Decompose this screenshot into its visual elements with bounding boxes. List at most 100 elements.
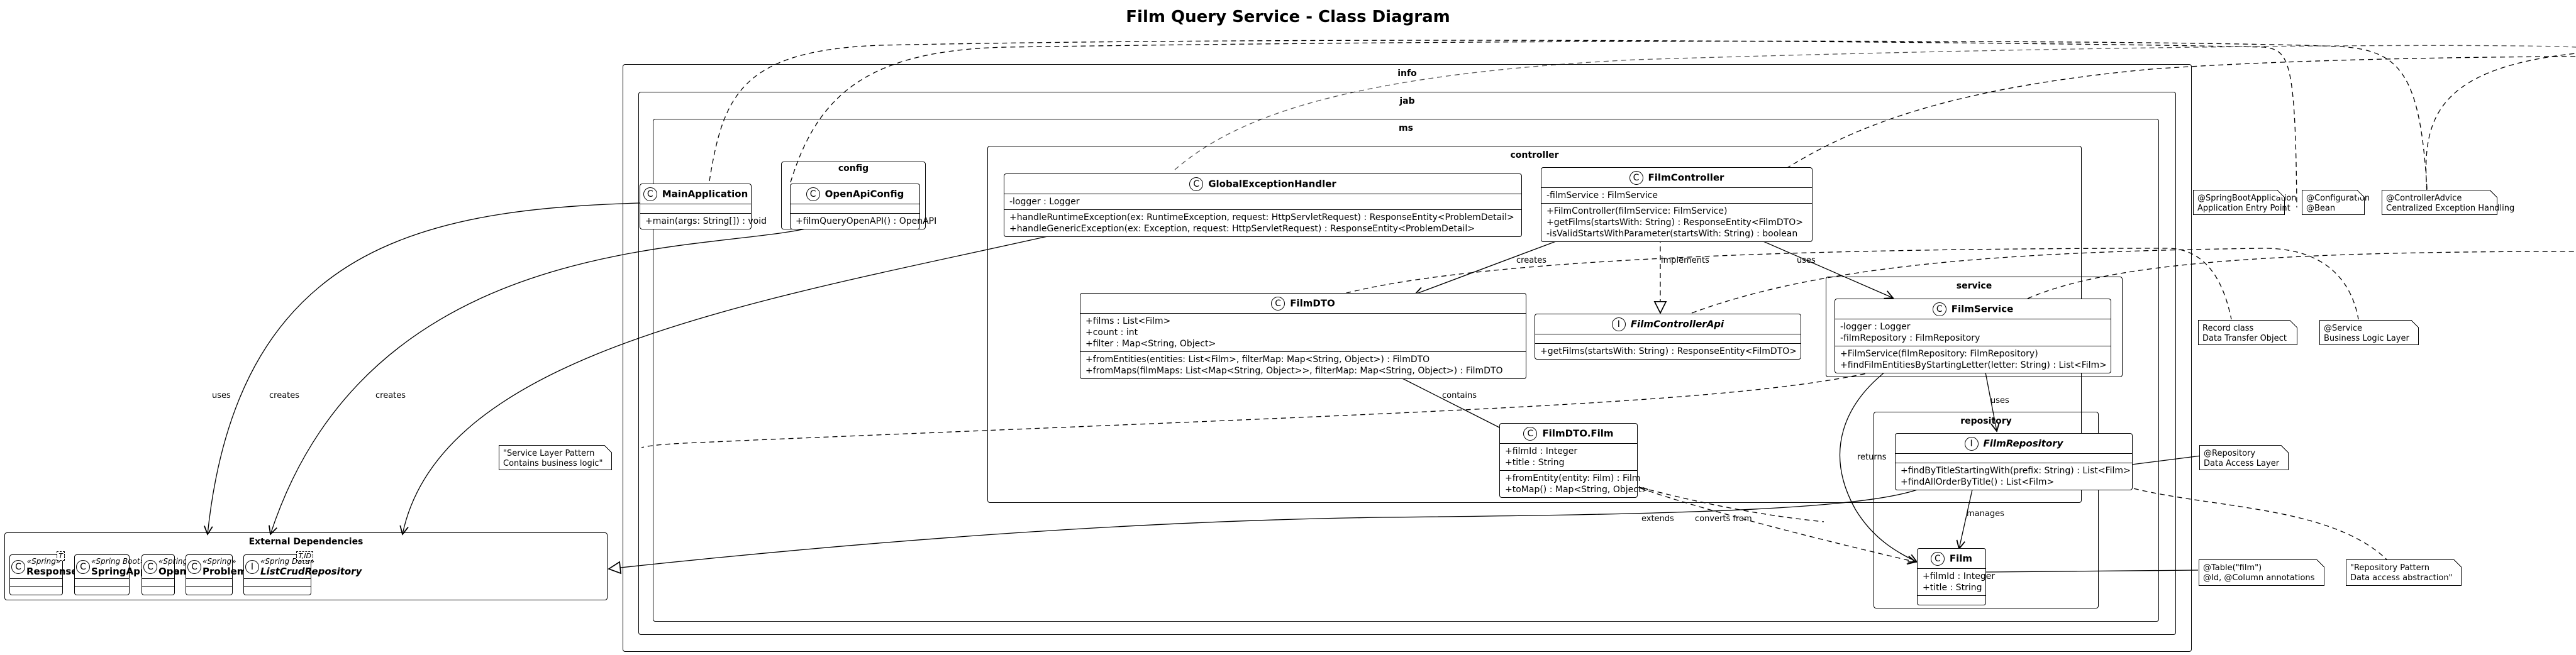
class-fields bbox=[10, 579, 62, 587]
edge-label-contains: contains bbox=[1442, 391, 1477, 400]
field: +filter : Map<String, Object> bbox=[1085, 339, 1216, 349]
edge-service-returns-film bbox=[1839, 365, 1917, 562]
note-link-controller-api bbox=[1691, 248, 2359, 320]
interface-icon: I bbox=[1611, 317, 1626, 331]
class-methods: +FilmService(filmRepository: FilmReposit… bbox=[1835, 346, 2111, 373]
method: +filmQueryOpenAPI() : OpenAPI bbox=[796, 216, 937, 226]
package-info: info bbox=[623, 64, 2192, 652]
class-header: C«Spring»ResponseEntity bbox=[10, 555, 109, 579]
method: +fromMaps(filmMaps: List<Map<String, Obj… bbox=[1085, 366, 1503, 376]
class-fields: +films : List<Film> +count : int +filter… bbox=[1080, 314, 1526, 352]
method: +FilmService(filmRepository: FilmReposit… bbox=[1840, 349, 2038, 359]
edge-label-uses-service: uses bbox=[1797, 256, 1816, 265]
class-icon: C bbox=[187, 560, 201, 574]
note-record-class: Record class Data Transfer Object bbox=[2198, 320, 2297, 345]
note-repository: @Repository Data Access Layer bbox=[2199, 445, 2289, 470]
note-link-service bbox=[2027, 251, 2576, 299]
external-spring-application[interactable]: C«Spring Boot»SpringApplication bbox=[74, 554, 186, 595]
method: +FilmController(filmService: FilmService… bbox=[1546, 206, 1728, 216]
note-spring-boot-application: @SpringBootApplication Application Entry… bbox=[2193, 190, 2297, 215]
external-list-crud-repository[interactable]: T,ID I«Spring Data»ListCrudRepository bbox=[243, 551, 362, 595]
class-name: FilmDTO.Film bbox=[1542, 427, 1614, 439]
class-name: GlobalExceptionHandler bbox=[1208, 178, 1336, 190]
note-link-controller-advice bbox=[2425, 53, 2576, 201]
class-methods bbox=[75, 587, 129, 595]
class-name: ListCrudRepository bbox=[260, 566, 362, 577]
edge-label-converts-from: converts from bbox=[1695, 514, 1752, 524]
external-problem-detail[interactable]: C«Spring»ProblemDetail bbox=[186, 554, 279, 595]
field: +filmId : Integer bbox=[1505, 446, 1578, 456]
class-icon: C bbox=[1629, 171, 1643, 185]
note-controller-advice: @ControllerAdvice Centralized Exception … bbox=[2382, 190, 2514, 215]
field: -logger : Logger bbox=[1009, 197, 1080, 207]
class-icon: C bbox=[1271, 297, 1285, 311]
class-header: C«Spring Boot»SpringApplication bbox=[75, 555, 186, 579]
package-jab-label: jab bbox=[1399, 96, 1415, 106]
package-repository: repository bbox=[1874, 412, 2099, 608]
class-global-exception-handler[interactable]: C GlobalExceptionHandler -logger : Logger… bbox=[1004, 173, 1522, 237]
class-fields bbox=[75, 579, 129, 587]
note-link-repository-pattern bbox=[2116, 483, 2387, 560]
field: +count : int bbox=[1085, 328, 1138, 338]
method: +handleRuntimeException(ex: RuntimeExcep… bbox=[1009, 212, 1514, 223]
stereotype: «Spring» bbox=[26, 557, 61, 566]
edge-main-uses-spring-app bbox=[208, 202, 664, 534]
field: +title : String bbox=[1923, 583, 1982, 593]
field: +filmId : Integer bbox=[1923, 571, 1996, 581]
external-openapi[interactable]: C«SpringDoc»OpenAPI bbox=[142, 554, 207, 595]
edge-repository-manages-film bbox=[1959, 483, 1974, 549]
edge-label-creates-dto: creates bbox=[1516, 256, 1547, 265]
note-repository-pattern: "Repository Pattern Data access abstract… bbox=[2346, 559, 2462, 586]
class-icon: C bbox=[143, 560, 157, 574]
class-methods bbox=[244, 587, 311, 595]
method: +findFilmEntitiesByStartingLetter(letter… bbox=[1840, 360, 2107, 370]
note-link-table bbox=[1985, 570, 2199, 573]
class-fields bbox=[791, 204, 919, 214]
class-methods: +handleRuntimeException(ex: RuntimeExcep… bbox=[1004, 210, 1521, 236]
edge-config-creates-openapi bbox=[270, 221, 828, 534]
class-header: C«Spring»ProblemDetail bbox=[186, 555, 279, 579]
class-methods: +fromEntities(entities: List<Film>, filt… bbox=[1080, 352, 1526, 378]
edge-label-manages: manages bbox=[1967, 509, 2004, 519]
edge-dto-contains-film bbox=[1379, 366, 1500, 428]
method: +getFilms(startsWith: String) : Response… bbox=[1546, 217, 1804, 228]
field: -filmRepository : FilmRepository bbox=[1840, 333, 1980, 343]
class-fields bbox=[640, 204, 751, 214]
package-ms-label: ms bbox=[1399, 123, 1413, 133]
class-name: FilmControllerApi bbox=[1630, 318, 1724, 330]
edge-label-creates-openapi: creates bbox=[269, 391, 300, 400]
field: -logger : Logger bbox=[1840, 322, 1911, 332]
class-fields bbox=[142, 579, 174, 587]
stereotype: «Spring» bbox=[203, 557, 236, 566]
method: +handleGenericException(ex: Exception, r… bbox=[1009, 224, 1475, 234]
edge-repository-extends-listcrud bbox=[609, 483, 1931, 569]
class-name: MainApplication bbox=[662, 188, 748, 200]
class-name: OpenApiConfig bbox=[824, 188, 904, 200]
class-fields: -logger : Logger -filmRepository : FilmR… bbox=[1835, 319, 2111, 346]
class-icon: C bbox=[1189, 177, 1204, 191]
class-name: FilmRepository bbox=[1983, 438, 2063, 449]
edge-controller-creates-dto bbox=[1415, 237, 1567, 294]
interface-icon: I bbox=[1964, 437, 1979, 451]
package-config-label: config bbox=[838, 163, 869, 173]
external-response-entity[interactable]: T C«Spring»ResponseEntity bbox=[9, 551, 109, 595]
note-link-film-controller bbox=[1785, 56, 2576, 169]
edge-label-uses-repository: uses bbox=[1990, 396, 2009, 405]
class-methods: +main(args: String[]) : void bbox=[640, 214, 767, 229]
class-methods: +FilmController(filmService: FilmService… bbox=[1541, 204, 1812, 241]
class-methods bbox=[186, 587, 232, 595]
